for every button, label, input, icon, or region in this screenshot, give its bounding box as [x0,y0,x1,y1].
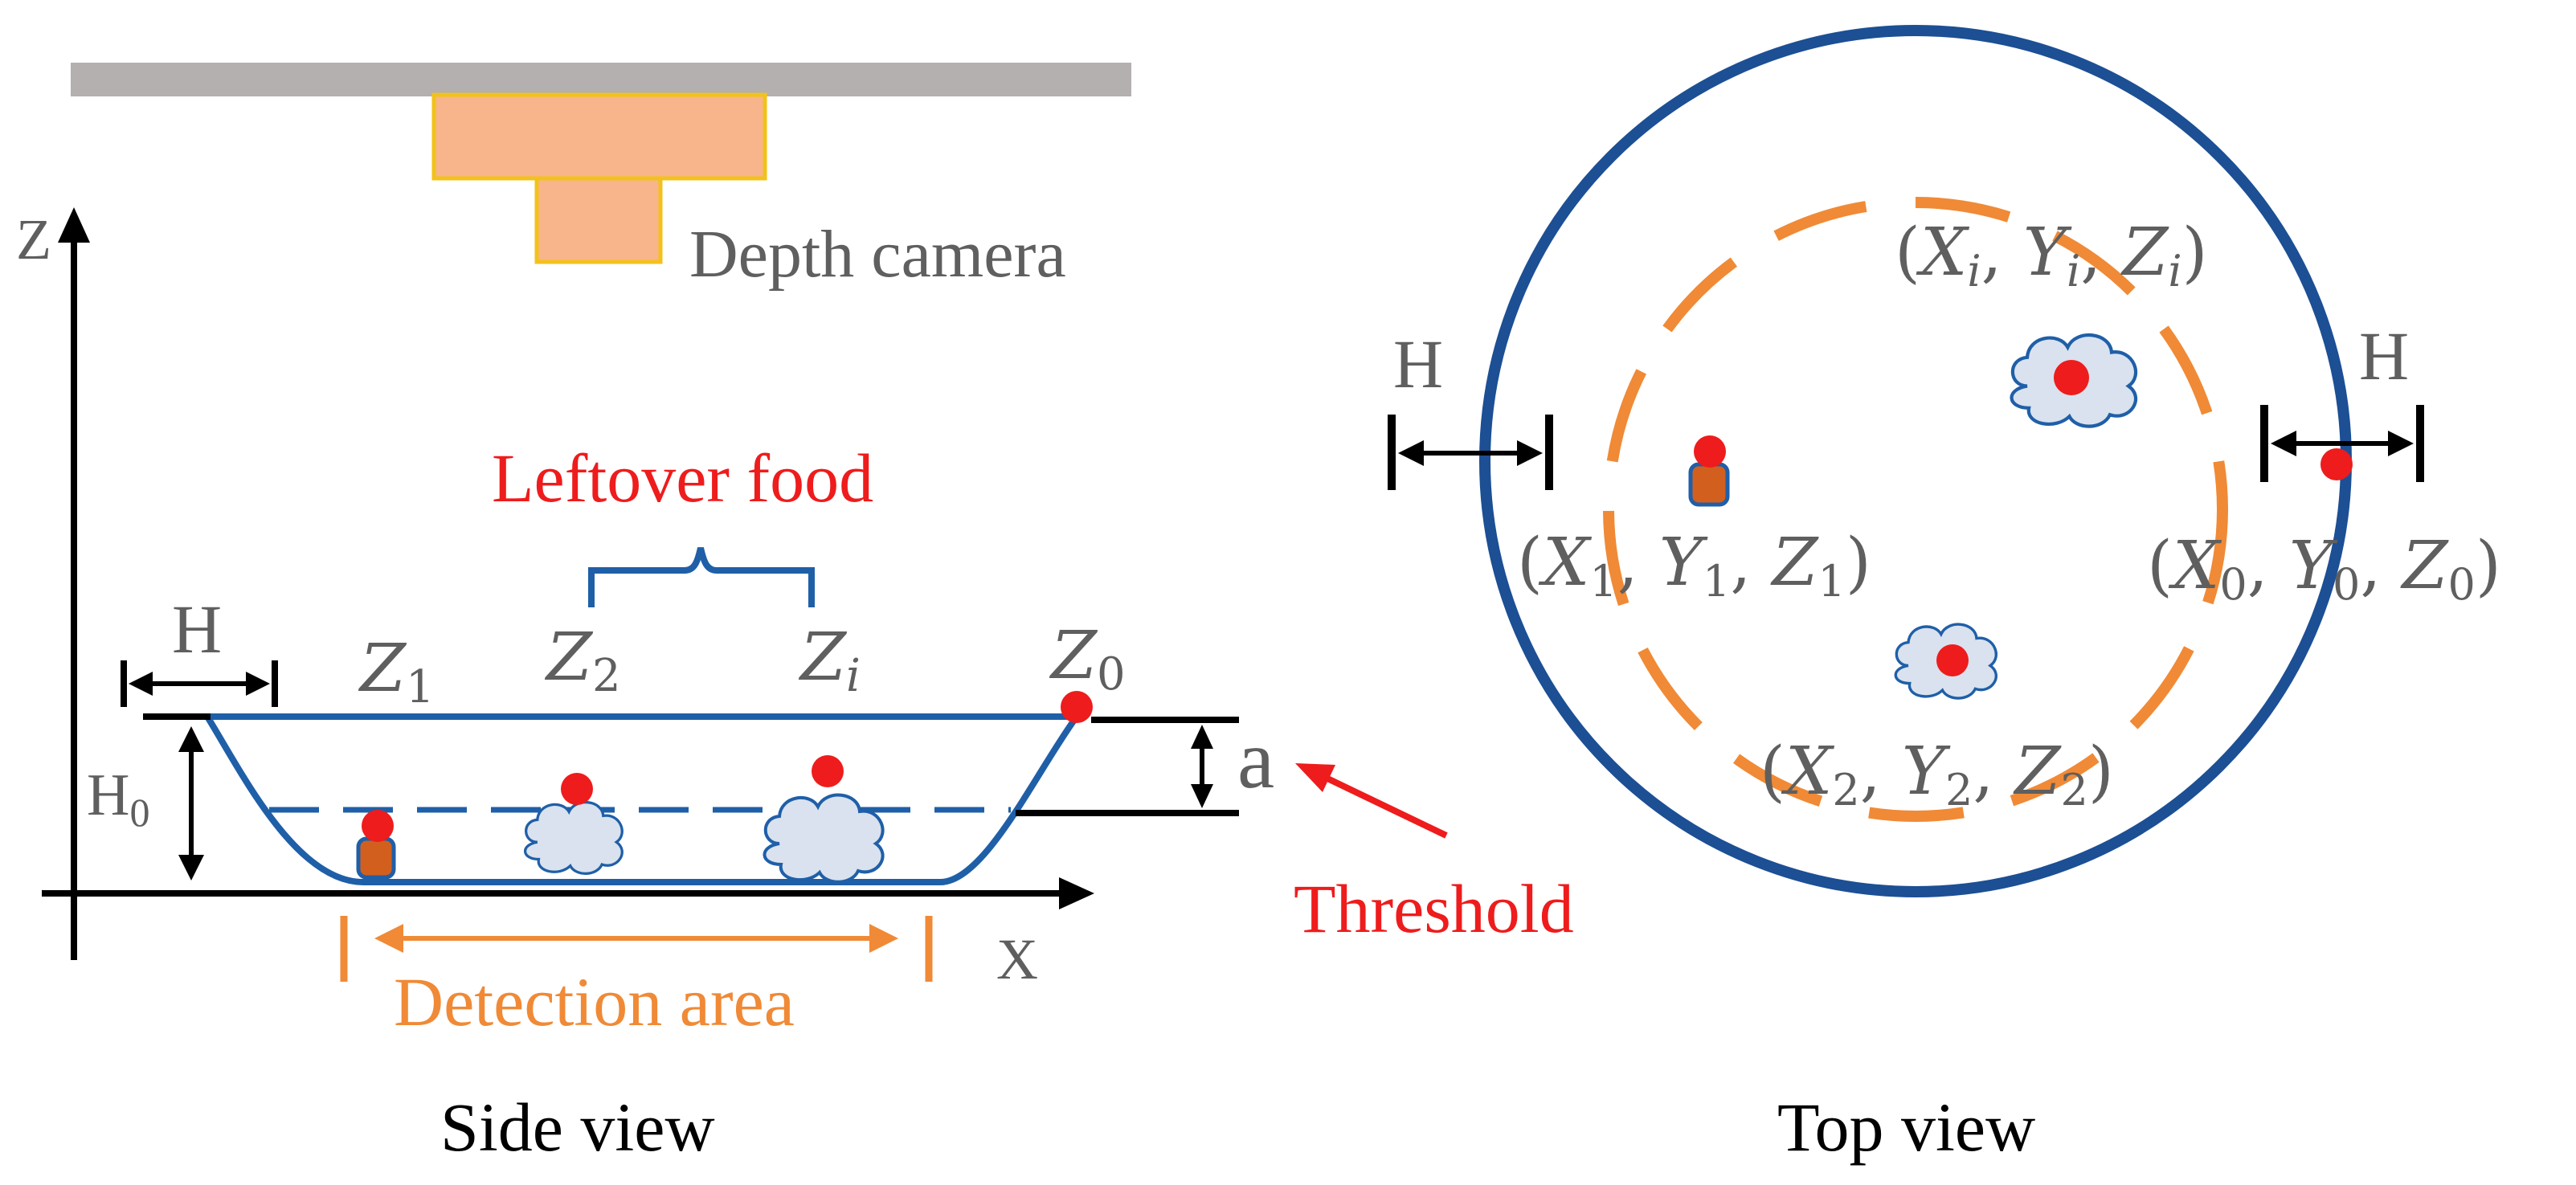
food-cloud-z2 [523,800,624,876]
z1-label: Z1 [358,631,435,713]
h-arrowhead-left [129,672,153,696]
h0-label: H0 [87,762,149,835]
detection-dashed-circle [1603,197,2228,822]
threshold-arrowhead [1295,763,1335,792]
h0-arrowhead-top [178,726,204,752]
top-point-1 [1694,435,1726,468]
detection-label: Detection area [394,963,795,1040]
top-view: H H (Xi, Yi, Zi) (X1, Y1, Z1) (X0, Y0, Z… [1388,25,2501,1166]
coord-label-2: (X2, Y2, Z2) [1760,733,2114,815]
top-h-left-label: H [1393,325,1443,402]
top-h-right-arrowhead-left [2271,431,2296,456]
point-z2 [561,773,593,805]
coord-label-1: (X1, Y1, Z1) [1517,525,1871,607]
side-view: Depth camera Z X H H0 a [16,63,1574,1166]
threshold-arrow [1324,774,1448,839]
camera-label: Depth camera [689,217,1066,292]
zi-label: Zi [798,619,861,702]
top-h-right-arrowhead-right [2388,431,2414,456]
axis-x-label: X [996,927,1038,991]
detection-arrowhead-left [374,924,403,953]
h-label: H [172,590,222,668]
a-arrowhead-bottom [1191,784,1213,808]
z2-label: Z2 [544,619,621,702]
coord-label-0: (X0, Y0, Z0) [2147,528,2501,610]
top-point-0 [2320,448,2353,480]
a-arrowhead-top [1191,725,1213,749]
point-zi [812,755,844,787]
point-z1 [362,810,394,842]
h0-arrowhead-bottom [178,855,204,881]
axis-z-label: Z [16,207,51,272]
coord-label-i: (Xi, Yi, Zi) [1895,215,2208,296]
side-view-caption: Side view [440,1089,715,1166]
top-h-left-arrowhead-left [1398,440,1424,466]
top-view-caption: Top view [1777,1089,2035,1166]
top-small-food-item [1688,462,1730,507]
detection-arrowhead-right [869,924,898,953]
top-point-i [2054,360,2089,395]
h-arrowhead-right [246,672,270,696]
threshold-label: Threshold [1294,870,1574,947]
ceiling-bar [71,63,1131,96]
leftover-brace [588,547,815,607]
small-food-item [356,836,396,880]
camera-body [431,92,767,181]
top-h-right-label: H [2359,317,2409,394]
top-h-left-arrowhead-right [1517,440,1543,466]
camera-lens [534,176,663,264]
z-axis-arrowhead [58,207,90,243]
bowl-profile [204,714,1080,885]
top-point-2 [1936,644,1969,676]
a-label: a [1237,713,1274,806]
point-z0 [1061,691,1093,723]
leftover-label: Leftover food [492,439,873,517]
z0-label: Z0 [1049,618,1126,701]
x-axis-arrowhead [1059,877,1094,909]
